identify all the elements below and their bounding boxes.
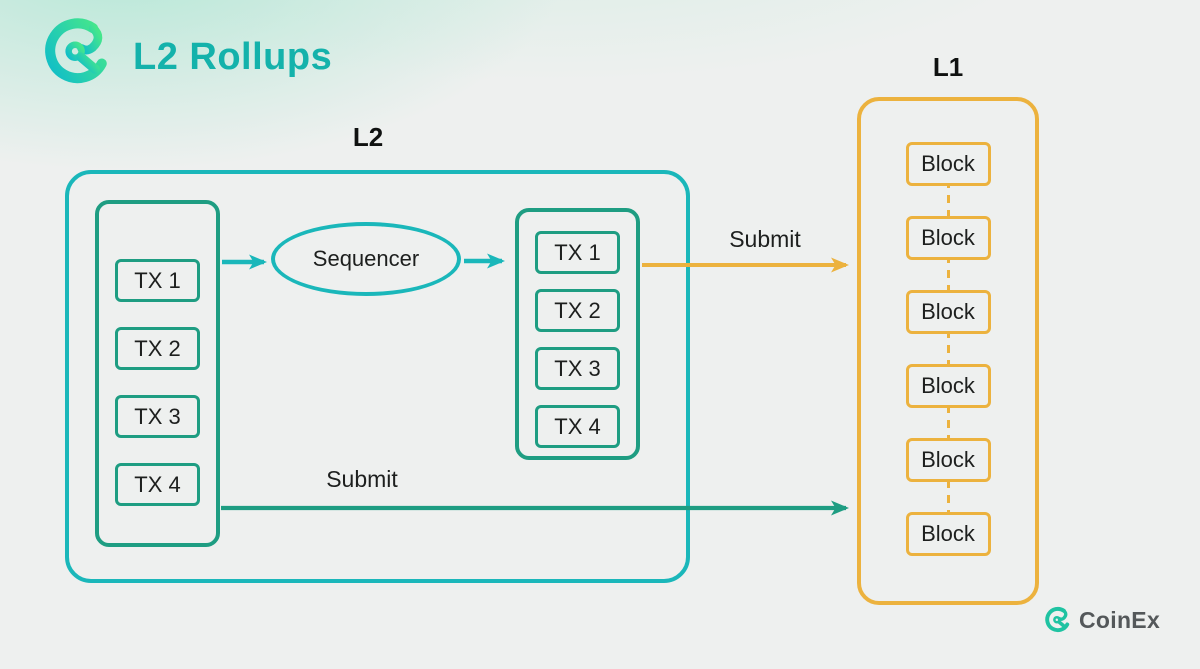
l2-box [65,170,690,583]
block-box: Block [905,216,991,260]
l1-label: L1 [932,52,964,82]
sequencer-label: Sequencer [312,246,420,271]
tx-box: TX 2 [115,327,200,370]
mempool-container: TX 1 TX 2 TX 3 TX 4 [95,200,220,547]
ordered-tx-container: TX 1 TX 2 TX 3 TX 4 [515,208,640,460]
block-box: Block [905,142,991,186]
tx-box: TX 4 [535,405,620,448]
tx-box: TX 1 [535,231,620,274]
block-box: Block [905,512,991,556]
footer-brand: CoinEx [1043,606,1160,634]
submit-label-bottom: Submit [326,466,398,492]
page-title: L2 Rollups [133,36,333,78]
tx-box: TX 2 [535,289,620,332]
l2-label: L2 [352,122,384,152]
tx-box: TX 3 [115,395,200,438]
submit-label-top: Submit [729,226,801,252]
tx-box: TX 1 [115,259,200,302]
coinex-footer-logo-icon [1045,606,1070,633]
block-box: Block [905,290,991,334]
sequencer-ellipse: Sequencer [271,222,461,296]
tx-box: TX 4 [115,463,200,506]
coinex-wordmark: CoinEx [1079,606,1161,633]
block-box: Block [905,364,991,408]
l1-box: Block Block Block Block Block Block [857,97,1039,605]
coinex-logo-icon [45,18,107,84]
tx-box: TX 3 [535,347,620,390]
block-box: Block [905,438,991,482]
